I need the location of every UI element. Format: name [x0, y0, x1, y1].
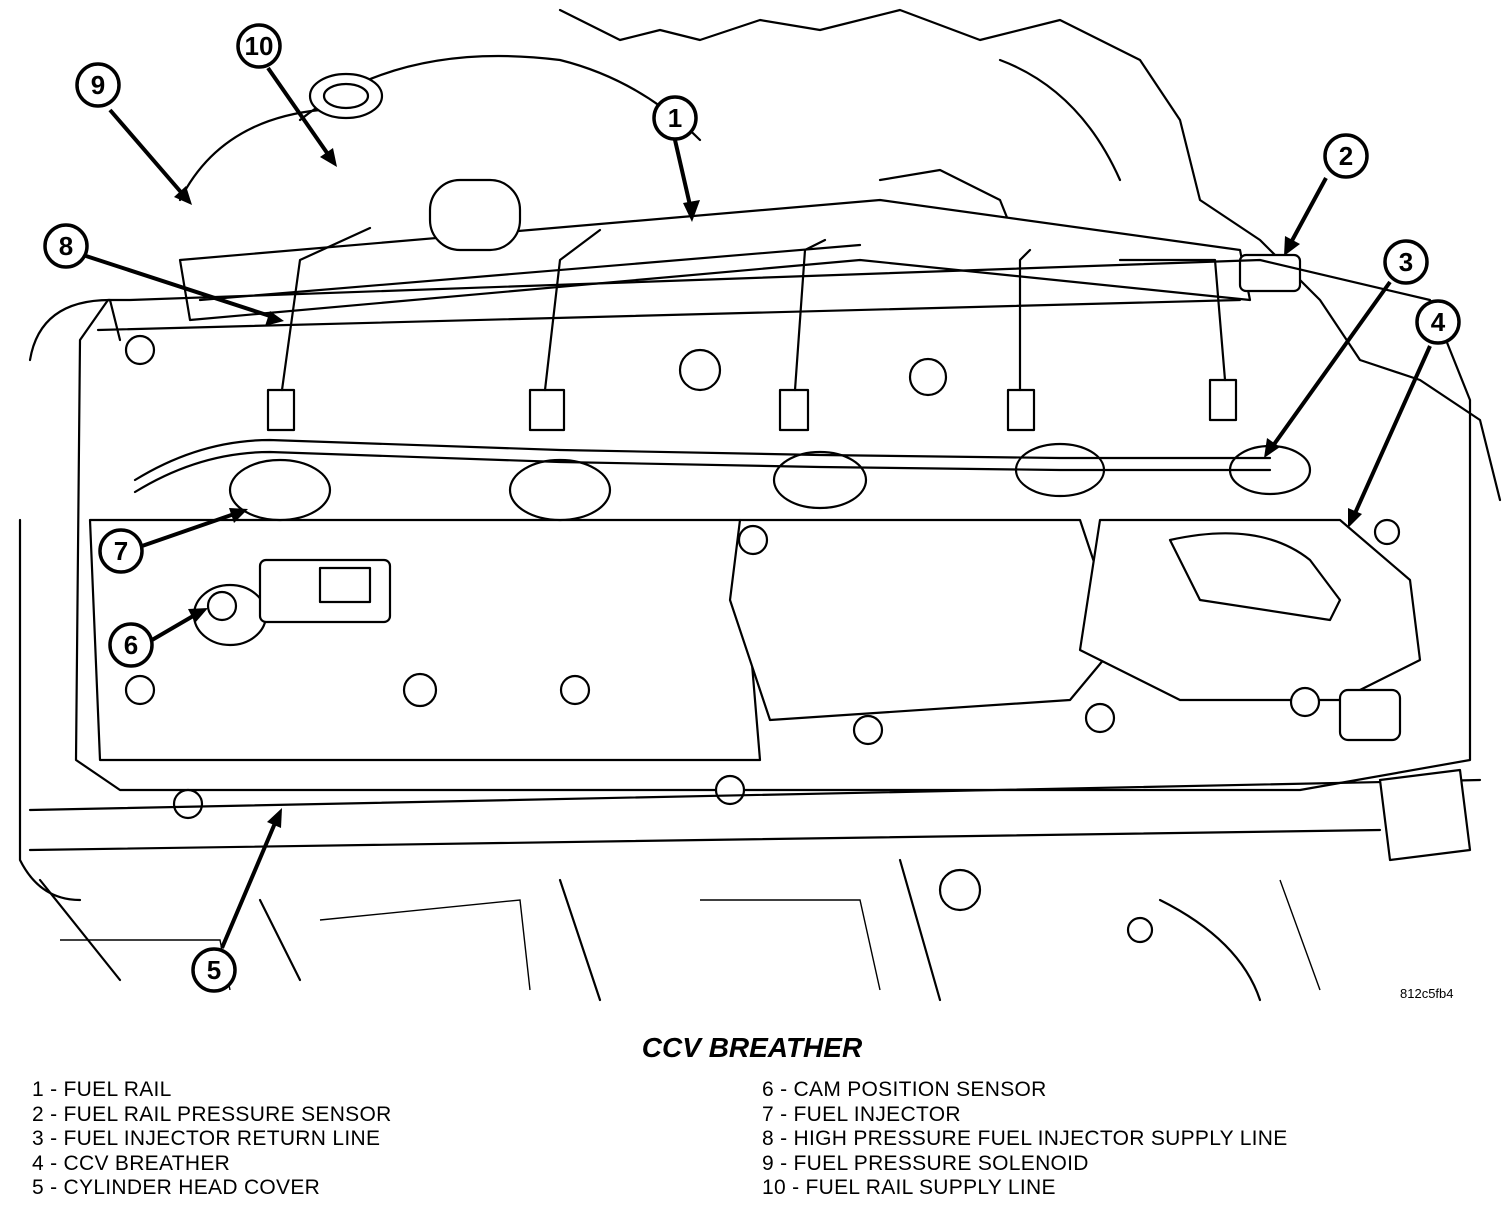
svg-text:4: 4 [1431, 307, 1446, 337]
callout-8: 8 [43, 223, 89, 269]
legend-right-column: 6 - CAM POSITION SENSOR 7 - FUEL INJECTO… [762, 1078, 1288, 1201]
svg-text:3: 3 [1399, 247, 1413, 277]
svg-text:8: 8 [59, 231, 73, 261]
legend-item: 6 - CAM POSITION SENSOR [762, 1078, 1047, 1101]
figure-caption: CCV BREATHER [641, 1032, 863, 1063]
callout-5: 5 [191, 947, 237, 993]
engine-line-art [18, 8, 1502, 1002]
cover-bolts [124, 334, 1401, 820]
legend-item: 9 - FUEL PRESSURE SOLENOID [762, 1151, 1089, 1175]
callout-2: 2 [1323, 133, 1369, 179]
svg-text:7: 7 [114, 536, 128, 566]
callout-3: 3 [1383, 239, 1429, 285]
svg-text:1: 1 [668, 103, 682, 133]
fuel-injectors [228, 378, 1312, 522]
legend-item: 5 - CYLINDER HEAD COVER [32, 1176, 321, 1200]
legend-item: 7 - FUEL INJECTOR [762, 1102, 961, 1126]
callout-9: 9 [75, 62, 121, 108]
svg-text:6: 6 [124, 630, 138, 660]
callout-4: 4 [1415, 299, 1461, 345]
legend-item: 3 - FUEL INJECTOR RETURN LINE [32, 1127, 381, 1151]
svg-text:10: 10 [245, 31, 274, 61]
callout-7: 7 [98, 528, 144, 574]
legend-item: 1 - FUEL RAIL [32, 1078, 172, 1101]
svg-text:2: 2 [1339, 141, 1353, 171]
callout-1: 1 [652, 95, 698, 141]
legend-item: 8 - HIGH PRESSURE FUEL INJECTOR SUPPLY L… [762, 1127, 1288, 1151]
legend-item: 10 - FUEL RAIL SUPPLY LINE [762, 1176, 1056, 1200]
callout-10: 10 [236, 23, 282, 69]
cam-sensor [192, 558, 392, 647]
figure-reference-id: 812c5fb4 [1400, 986, 1454, 1001]
ccv-breather [728, 518, 1422, 742]
legend-left-column: 1 - FUEL RAIL 2 - FUEL RAIL PRESSURE SEN… [32, 1078, 392, 1201]
svg-text:5: 5 [207, 955, 221, 985]
supply-lines [280, 226, 1227, 392]
svg-text:9: 9 [91, 70, 105, 100]
legend-item: 2 - FUEL RAIL PRESSURE SENSOR [32, 1102, 392, 1126]
leader-lines [85, 66, 1432, 949]
callout-6: 6 [108, 622, 154, 668]
legend-item: 4 - CCV BREATHER [32, 1151, 231, 1175]
engine-diagram: 1 2 3 4 5 6 7 8 9 10 [18, 8, 1502, 1002]
